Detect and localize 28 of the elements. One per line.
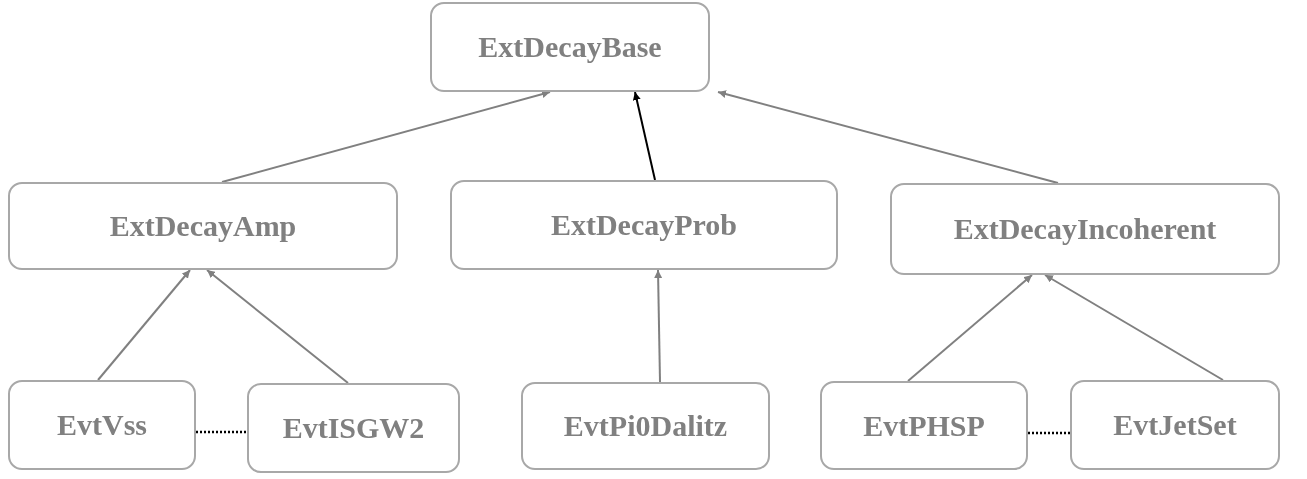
class-name: EvtPi0Dalitz (563, 409, 728, 443)
class-name: EvtPHSP (863, 408, 985, 443)
class-name: EvtVss (57, 408, 147, 442)
inheritance-arrow (1044, 274, 1224, 381)
class-box (8, 182, 398, 270)
class-box (430, 2, 710, 92)
class-box (450, 180, 838, 270)
class-name: ExtDecayBase (478, 30, 662, 64)
inheritance-arrow (97, 269, 191, 381)
class-box (890, 183, 1280, 275)
class-name: ExtDecayIncoherent (953, 212, 1217, 246)
class-box (1070, 380, 1280, 470)
class-name: EvtJetSet (1113, 408, 1237, 442)
class-name: ExtDecayAmp (109, 209, 297, 243)
inheritance-arrow (206, 269, 349, 384)
inheritance-arrow (907, 274, 1033, 382)
class-box (521, 382, 770, 470)
dotted-connector (1028, 431, 1070, 435)
class-box (247, 383, 460, 473)
dotted-connector (196, 430, 247, 434)
class-name: ExtDecayProb (550, 208, 738, 242)
inheritance-arrow (632, 91, 656, 181)
inheritance-arrow (221, 90, 551, 183)
inheritance-arrow (654, 269, 663, 383)
class-box (8, 380, 196, 470)
inheritance-arrow (717, 90, 1059, 184)
class-name: EvtISGW2 (282, 411, 425, 445)
class-box (820, 381, 1028, 470)
